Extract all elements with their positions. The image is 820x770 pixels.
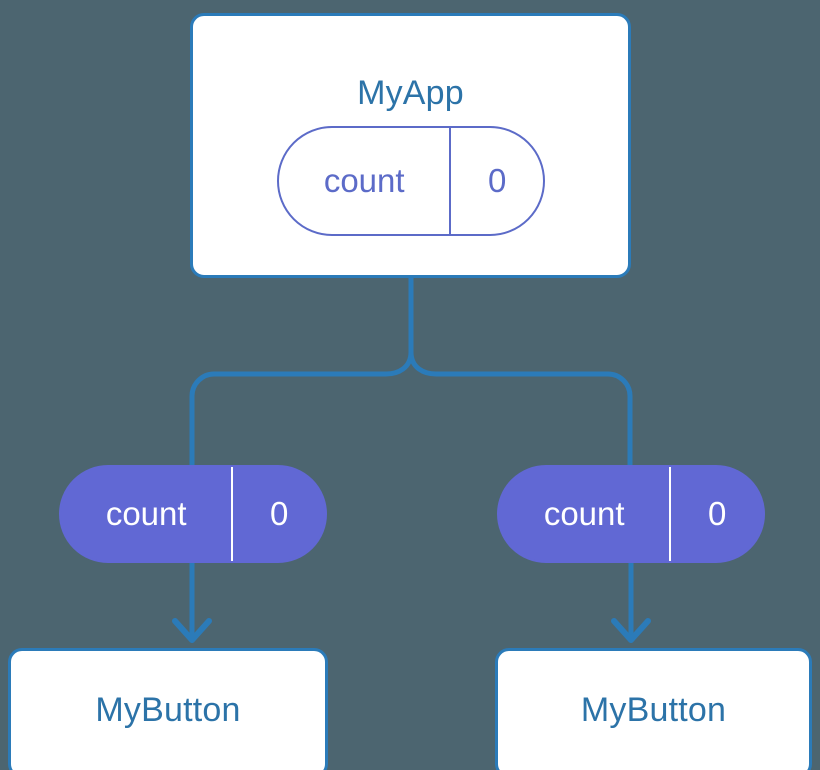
component-box-mybutton-right[interactable]: MyButton [495, 648, 812, 770]
connector-split-right [408, 351, 633, 500]
arrow-down-to-mybutton-right [611, 563, 651, 643]
prop-pill-value: 0 [669, 467, 763, 561]
component-title-mybutton-left: MyButton [95, 691, 241, 729]
component-box-mybutton-left[interactable]: MyButton [8, 648, 328, 770]
component-title-mybutton-right: MyButton [580, 691, 727, 729]
prop-pill-key: count [105, 495, 187, 532]
prop-pill-right-count[interactable]: count 0 [497, 465, 765, 563]
arrow-down-to-mybutton-left [172, 563, 212, 643]
state-pill-key: count [323, 162, 405, 199]
component-title-myapp: MyApp [357, 74, 464, 112]
state-pill-myapp-count[interactable]: count 0 [277, 126, 545, 236]
prop-pill-key: count [543, 495, 625, 532]
prop-pill-value: 0 [231, 467, 325, 561]
state-pill-value: 0 [449, 128, 543, 234]
connector-split-left [189, 351, 414, 500]
prop-pill-left-count[interactable]: count 0 [59, 465, 327, 563]
